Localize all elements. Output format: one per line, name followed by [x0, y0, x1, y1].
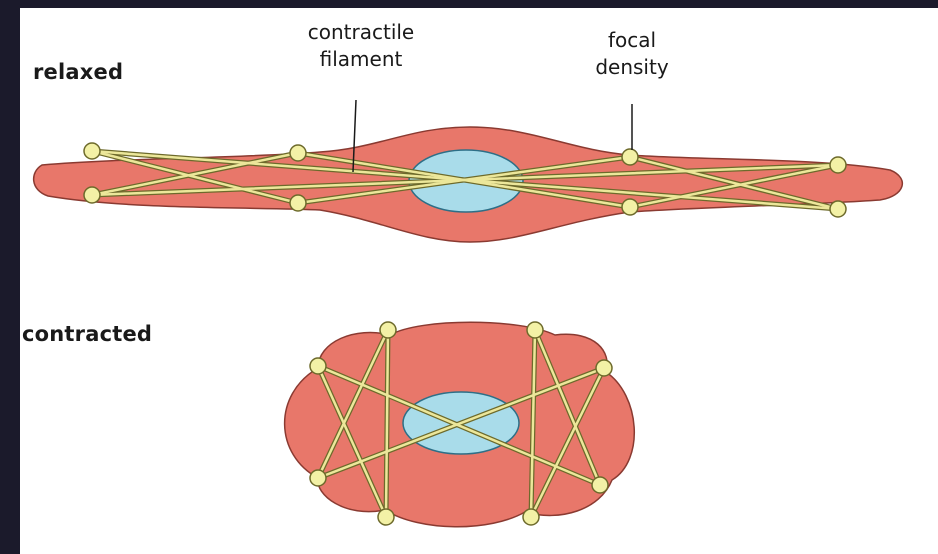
contractile-filament-label-line1: contractile	[290, 19, 432, 46]
focal-density-node	[830, 201, 846, 217]
relaxed-cell	[34, 100, 903, 242]
focal-density-node	[290, 195, 306, 211]
focal-density-label: focal density	[580, 27, 684, 81]
contracted-label: contracted	[22, 322, 152, 346]
focal-density-label-line2: density	[580, 54, 684, 81]
focal-density-node	[527, 322, 543, 338]
focal-density-node	[84, 143, 100, 159]
focal-density-node	[523, 509, 539, 525]
contractile-filament-label: contractile filament	[290, 19, 432, 73]
focal-density-node	[596, 360, 612, 376]
focal-density-node	[310, 358, 326, 374]
focal-density-node	[290, 145, 306, 161]
contracted-cell	[285, 322, 635, 527]
relaxed-label: relaxed	[33, 60, 123, 84]
contractile-filament-label-line2: filament	[290, 46, 432, 73]
focal-density-node	[622, 149, 638, 165]
focal-density-label-line1: focal	[580, 27, 684, 54]
focal-density-node	[830, 157, 846, 173]
focal-density-node	[592, 477, 608, 493]
focal-density-node	[310, 470, 326, 486]
focal-density-node	[622, 199, 638, 215]
focal-density-node	[84, 187, 100, 203]
focal-density-node	[380, 322, 396, 338]
focal-density-node	[378, 509, 394, 525]
